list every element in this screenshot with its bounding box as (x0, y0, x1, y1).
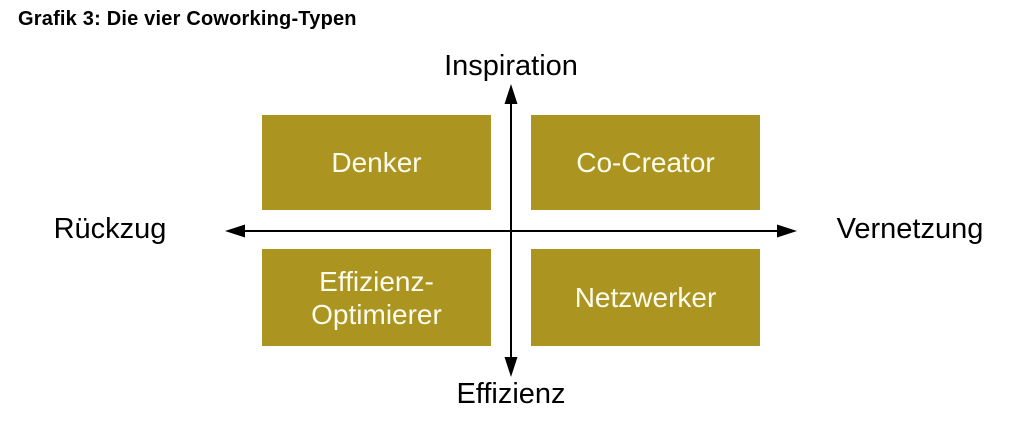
quadrant-box-denker: Denker (262, 115, 491, 210)
arrowhead-down-icon (504, 357, 518, 377)
quadrant-label: Denker (331, 147, 422, 178)
arrowhead-up-icon (504, 84, 518, 104)
horizontal-axis-arrow (225, 224, 797, 238)
quadrant-box-effizienz-optimierer: Effizienz- Optimierer (262, 249, 491, 346)
quadrant-label: Co-Creator (576, 147, 715, 178)
axis-label-inspiration: Inspiration (444, 50, 578, 82)
arrowhead-right-icon (777, 224, 797, 238)
axis-label-vernetzung: Vernetzung (836, 213, 984, 245)
quadrant-label-line2: Optimierer (311, 298, 442, 330)
quadrant-box-co-creator: Co-Creator (531, 115, 760, 210)
arrowhead-left-icon (225, 224, 245, 238)
quadrant-label-line1: Effizienz- (319, 265, 434, 297)
quadrant-box-netzwerker: Netzwerker (531, 249, 760, 346)
axis-label-effizienz: Effizienz (456, 378, 566, 410)
quadrant-label: Netzwerker (574, 282, 717, 313)
page-title: Grafik 3: Die vier Coworking-Typen (18, 8, 357, 30)
axis-label-rueckzug: Rückzug (53, 213, 167, 245)
